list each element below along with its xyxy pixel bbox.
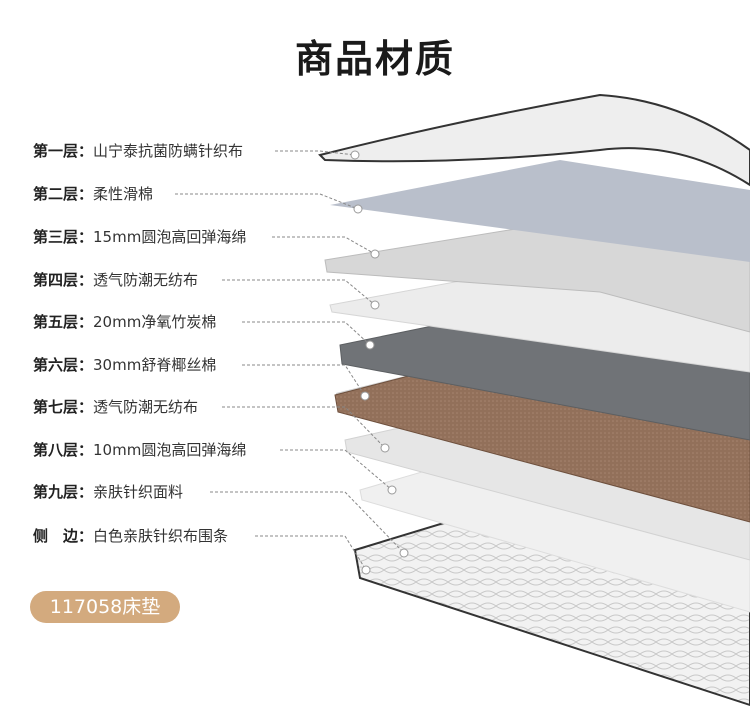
model-badge: 117058床垫 xyxy=(30,591,180,623)
layer-label-3: 第三层：15mm圆泡高回弹海绵 xyxy=(33,228,247,246)
layer-2-padding xyxy=(330,160,750,262)
layer-label-4: 第四层：透气防潮无纺布 xyxy=(33,271,199,289)
layer-label-5: 第五层：20mm净氧竹炭棉 xyxy=(33,313,217,331)
layer-label-8: 第八层：10mm圆泡高回弹海绵 xyxy=(33,441,247,459)
page-title: 商品材质 xyxy=(294,37,455,81)
layer-label-2: 第二层：柔性滑棉 xyxy=(33,185,154,203)
leader-lines xyxy=(175,150,405,571)
layer-label-1: 第一层：山宁泰抗菌防螨针织布 xyxy=(33,142,244,160)
layer-1-top-fabric xyxy=(318,93,750,187)
marker-dots xyxy=(350,150,409,575)
layer-label-9: 第九层：亲肤针织面料 xyxy=(33,483,184,501)
layer-label-7: 第七层：透气防潮无纺布 xyxy=(33,398,199,416)
layer-label-6: 第六层：30mm舒脊椰丝棉 xyxy=(33,356,217,374)
layer-label-side: 侧 边：白色亲肤针织布围条 xyxy=(33,527,229,545)
